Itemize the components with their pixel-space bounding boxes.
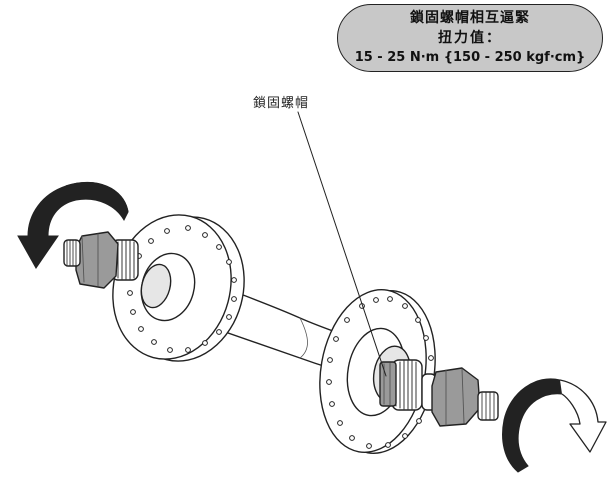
- lock-nut-label: 鎖固螺帽: [253, 96, 310, 111]
- lock-nut-leader-line: [297, 111, 387, 377]
- callout-torque-value: 15 - 25 N·m {150 - 250 kgf·cm}: [354, 50, 586, 65]
- callout-title: 鎖固螺帽相互逼緊: [410, 10, 530, 26]
- right-flange-spoke-holes: [326, 296, 435, 449]
- torque-callout: 鎖固螺帽相互逼緊 扭力值： 15 - 25 N·m {150 - 250 kgf…: [337, 4, 603, 72]
- left-axle-end: [63, 239, 81, 267]
- rotate-counterclockwise-arrow-icon: [17, 181, 129, 269]
- right-axle-end: [477, 391, 499, 421]
- left-flange: [112, 214, 245, 362]
- left-lock-nut: [75, 231, 119, 289]
- rotate-clockwise-arrow-icon: [502, 378, 607, 473]
- right-lock-nut-highlighted: [379, 361, 397, 407]
- right-lock-nut: [431, 367, 481, 427]
- left-flange-spoke-holes: [127, 225, 237, 353]
- right-flange: [319, 289, 436, 454]
- callout-torque-label: 扭力值：: [438, 30, 502, 46]
